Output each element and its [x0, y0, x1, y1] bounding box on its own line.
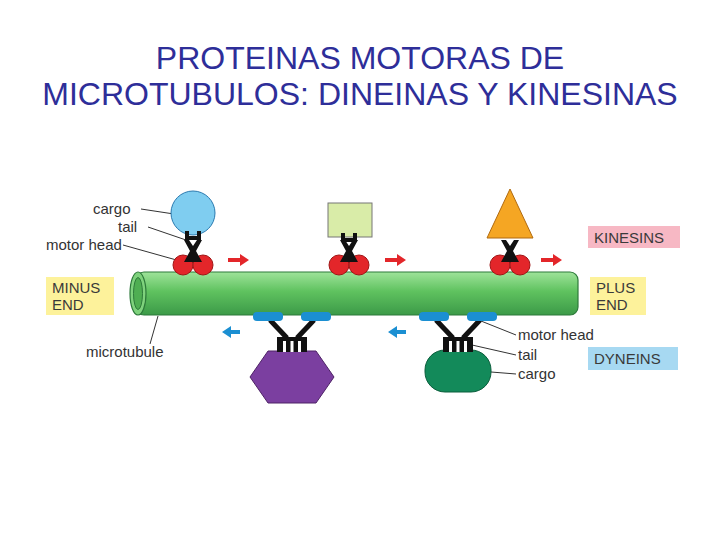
end-label-box: MINUS END: [46, 277, 114, 315]
cargo-square: [328, 203, 372, 237]
microtubule-body: [136, 272, 578, 315]
part-label: cargo: [518, 366, 556, 382]
kinesin-tail: [340, 240, 358, 262]
legend-box: DYNEINS: [588, 347, 678, 370]
leader-line: [491, 372, 516, 374]
kinesin-tail: [501, 240, 519, 262]
dynein-head: [301, 312, 331, 321]
part-label: motor head: [518, 327, 594, 343]
dynein-stalk: [463, 320, 480, 338]
direction-arrow: [228, 254, 249, 266]
dynein-tail-slit: [464, 341, 467, 352]
dynein-head: [467, 312, 497, 321]
leader-line: [476, 319, 516, 335]
part-label: tail: [518, 347, 537, 363]
box-text: DYNEINS: [594, 350, 672, 367]
dynein-tail-slit: [457, 341, 460, 352]
box-text: PLUS END: [596, 279, 640, 313]
page-title: PROTEINAS MOTORAS DE MICROTUBULOS: DINEI…: [30, 40, 690, 112]
dynein-tail: [277, 337, 307, 352]
microtubule-lumen: [134, 278, 143, 310]
dynein-tail-slit: [283, 341, 286, 352]
box-text: KINESINS: [594, 229, 674, 246]
box-text: MINUS END: [52, 279, 108, 313]
direction-arrow: [385, 254, 406, 266]
legend-box: KINESINS: [588, 226, 680, 248]
dynein-tail-slit: [449, 341, 452, 352]
end-label-box: PLUS END: [590, 277, 646, 315]
cargo-circle: [171, 191, 215, 235]
cargo-cup: [341, 233, 357, 242]
microtubule-end: [130, 272, 146, 315]
cargo-triangle: [487, 189, 533, 238]
cargo-cup: [185, 231, 201, 240]
cargo-hexagon: [250, 351, 334, 403]
part-label: cargo: [93, 201, 131, 217]
part-label: microtubule: [86, 344, 164, 360]
dynein-tail-slit: [298, 341, 301, 352]
dynein-head: [419, 312, 449, 321]
dynein-stalk: [297, 320, 314, 338]
direction-arrow: [388, 326, 406, 338]
direction-arrow: [541, 254, 562, 266]
part-label: tail: [118, 219, 137, 235]
direction-arrow: [222, 326, 240, 338]
part-label: motor head: [46, 237, 122, 253]
dynein-stalk: [270, 320, 287, 338]
leader-line: [141, 209, 174, 214]
dynein-stalk: [436, 320, 453, 338]
leader-line: [123, 245, 180, 261]
cargo-blob: [425, 350, 491, 392]
leader-line: [150, 316, 158, 344]
dynein-tail: [443, 337, 473, 352]
dynein-head: [253, 312, 283, 321]
dynein-tail-slit: [291, 341, 294, 352]
kinesin-tail: [184, 240, 202, 262]
